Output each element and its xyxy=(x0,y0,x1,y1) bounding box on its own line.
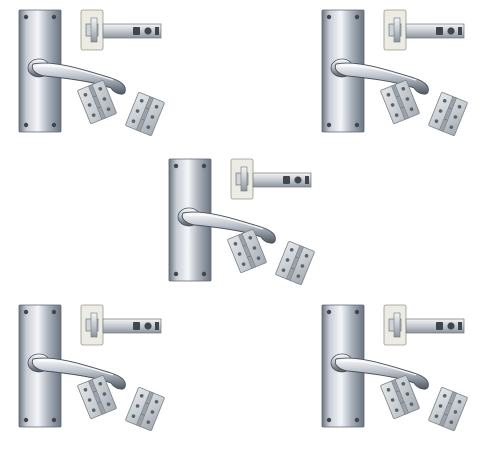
screw-hole-icon xyxy=(23,14,29,20)
tubular-latch-icon xyxy=(80,9,162,51)
lever-handle-icon xyxy=(177,207,276,244)
lever-handle-icon xyxy=(27,58,126,95)
hinge-left xyxy=(380,375,420,419)
screw-hole-icon xyxy=(326,14,332,20)
lever-handle-icon xyxy=(330,353,429,390)
screw-hole-icon xyxy=(51,309,57,315)
screw-hole-icon xyxy=(51,122,57,128)
screw-hole-icon xyxy=(326,417,332,423)
hinge-right xyxy=(125,387,165,431)
handle-set-bottom-right xyxy=(318,303,493,453)
handle-set-top-left xyxy=(15,8,190,158)
screw-hole-icon xyxy=(326,309,332,315)
handle-set-bottom-left xyxy=(15,303,190,453)
hinge-left xyxy=(77,80,117,124)
screw-hole-icon xyxy=(23,122,29,128)
screw-hole-icon xyxy=(51,417,57,423)
hinge-left xyxy=(380,80,420,124)
screw-hole-icon xyxy=(51,14,57,20)
screw-hole-icon xyxy=(326,122,332,128)
screw-hole-icon xyxy=(201,271,207,277)
tubular-latch-icon xyxy=(383,9,465,51)
screw-hole-icon xyxy=(354,14,360,20)
screw-hole-icon xyxy=(173,271,179,277)
hinge-left xyxy=(227,229,267,273)
tubular-latch-icon xyxy=(383,304,465,346)
handle-set-center xyxy=(165,157,340,307)
screw-hole-icon xyxy=(23,309,29,315)
hinge-right xyxy=(125,92,165,136)
screw-hole-icon xyxy=(23,417,29,423)
hinge-right xyxy=(275,241,315,285)
tubular-latch-icon xyxy=(80,304,162,346)
screw-hole-icon xyxy=(201,163,207,169)
handle-set-top-right xyxy=(318,8,493,158)
hinge-right xyxy=(428,387,468,431)
hinge-right xyxy=(428,92,468,136)
tubular-latch-icon xyxy=(230,158,312,200)
screw-hole-icon xyxy=(354,122,360,128)
lever-handle-icon xyxy=(27,353,126,390)
screw-hole-icon xyxy=(354,309,360,315)
lever-handle-icon xyxy=(330,58,429,95)
screw-hole-icon xyxy=(354,417,360,423)
screw-hole-icon xyxy=(173,163,179,169)
hinge-left xyxy=(77,375,117,419)
